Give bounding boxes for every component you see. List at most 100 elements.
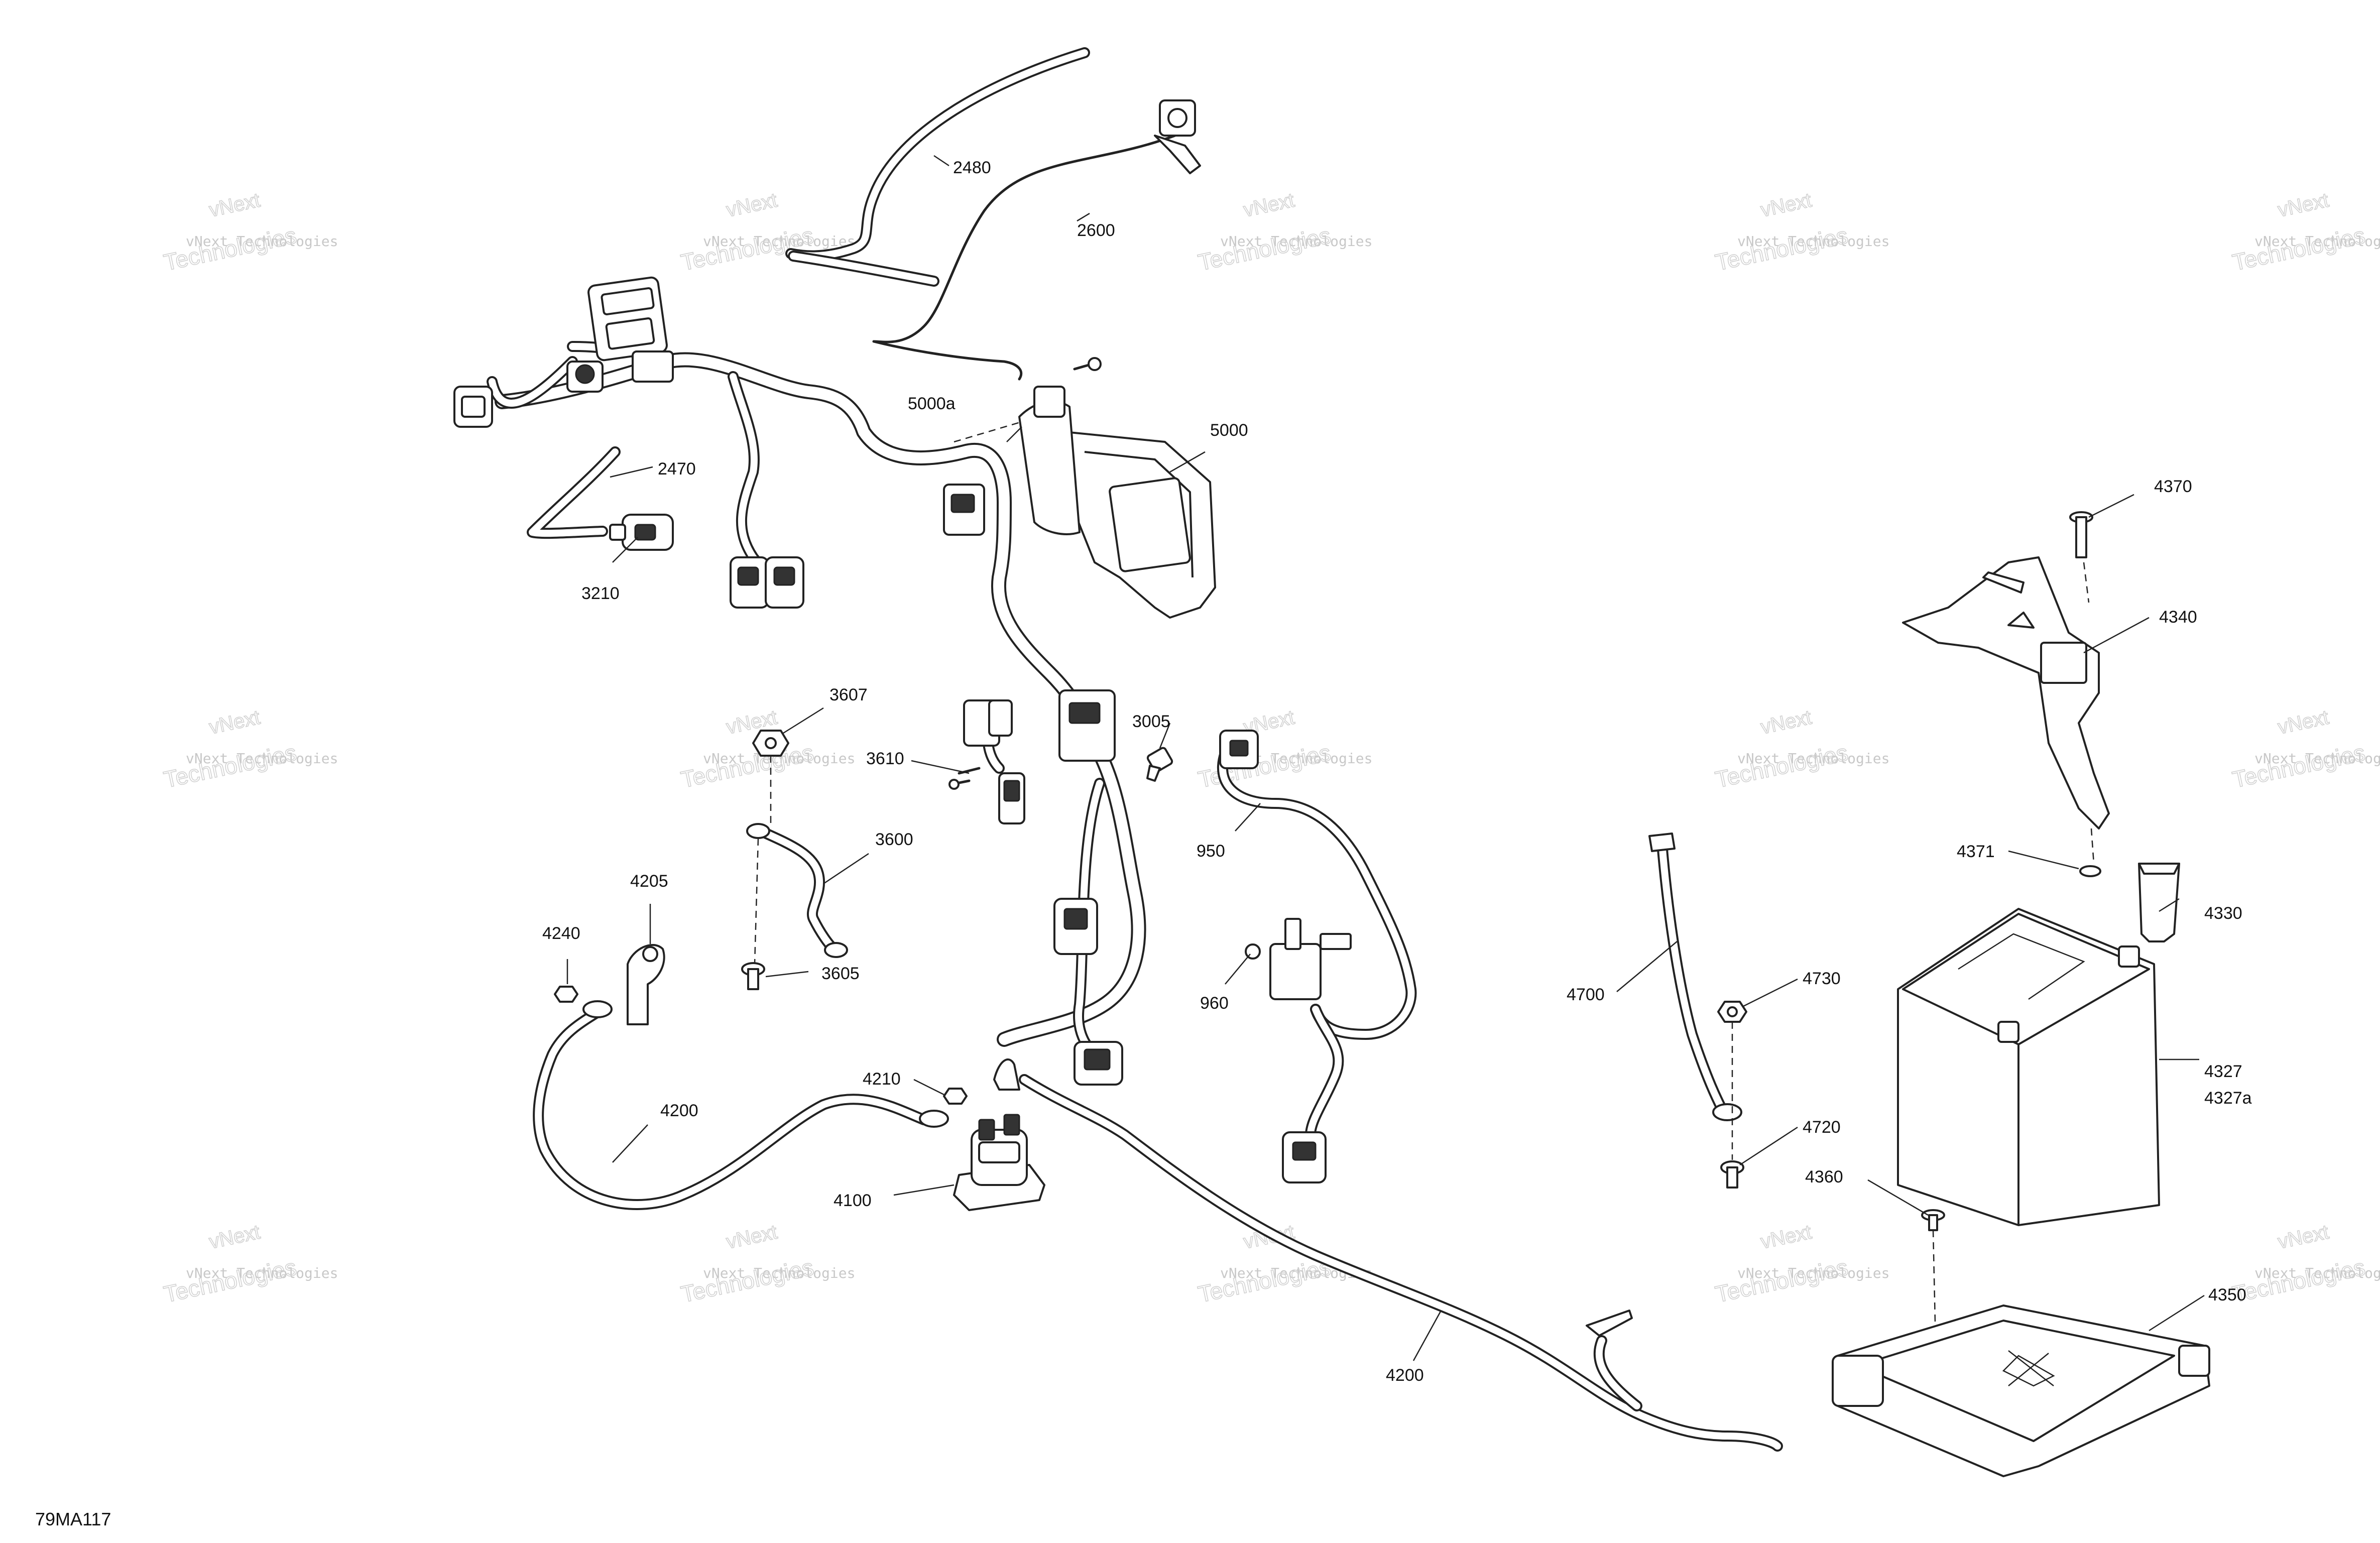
label-4327: 4327 xyxy=(2204,1062,2242,1081)
svg-text:vNext: vNext xyxy=(207,1221,262,1253)
label-4700: 4700 xyxy=(1567,985,1605,1004)
terminal-4205 xyxy=(627,943,665,1025)
label-4340: 4340 xyxy=(2159,608,2197,627)
sub-harness-950 xyxy=(1217,730,1417,1183)
label-3605: 3605 xyxy=(821,964,860,983)
label-3210: 3210 xyxy=(581,584,620,603)
svg-text:vNext Technologies: vNext Technologies xyxy=(1737,750,1889,767)
label-4200-left: 4200 xyxy=(660,1101,698,1120)
svg-text:vNext: vNext xyxy=(725,1221,779,1253)
label-4200-right: 4200 xyxy=(1386,1366,1424,1385)
svg-text:Technologies: Technologies xyxy=(678,1254,815,1308)
leader-lines xyxy=(566,155,2205,1361)
sensor-wire-2600 xyxy=(872,99,1201,381)
label-4370: 4370 xyxy=(2154,477,2192,496)
battery-cable-4200-left xyxy=(533,1000,949,1210)
label-4330: 4330 xyxy=(2204,904,2242,923)
svg-text:Technologies: Technologies xyxy=(678,739,815,793)
relay-960 xyxy=(1245,918,1352,1000)
watermark: vNext vNext Technologies Technologies xyxy=(2230,189,2380,276)
nut-4210 xyxy=(943,1088,968,1105)
label-5000a: 5000a xyxy=(908,394,956,413)
watermark: vNext vNext Technologies Technologies xyxy=(2230,706,2380,793)
label-4205: 4205 xyxy=(630,872,668,891)
svg-text:Technologies: Technologies xyxy=(161,222,298,276)
svg-text:vNext Technologies: vNext Technologies xyxy=(2254,233,2380,250)
svg-text:vNext Technologies: vNext Technologies xyxy=(1737,233,1889,250)
connector-cluster-top-left xyxy=(453,276,674,428)
label-4720: 4720 xyxy=(1803,1118,1841,1137)
svg-text:vNext Technologies: vNext Technologies xyxy=(2254,1265,2380,1281)
label-4730: 4730 xyxy=(1803,969,1841,988)
svg-text:vNext: vNext xyxy=(2276,1221,2331,1253)
svg-text:Technologies: Technologies xyxy=(1196,739,1333,793)
label-2470: 2470 xyxy=(658,459,696,479)
watermark: vNext vNext Technologies Technologies xyxy=(1713,706,1890,793)
svg-text:vNext Technologies: vNext Technologies xyxy=(186,233,338,250)
svg-text:vNext Technologies: vNext Technologies xyxy=(2254,750,2380,767)
label-3600: 3600 xyxy=(875,830,913,849)
svg-text:Technologies: Technologies xyxy=(1196,222,1333,276)
watermark: vNext vNext Technologies Technologies xyxy=(678,1221,856,1308)
svg-text:Technologies: Technologies xyxy=(2230,1254,2367,1308)
svg-text:Technologies: Technologies xyxy=(1713,739,1850,793)
label-950: 950 xyxy=(1197,842,1225,861)
nut-4240 xyxy=(554,986,578,1003)
svg-text:vNext: vNext xyxy=(1759,706,1814,739)
battery-tray-4350 xyxy=(1832,1304,2210,1477)
ground-strap-4700 xyxy=(1648,833,1742,1121)
svg-text:Technologies: Technologies xyxy=(1713,222,1850,276)
solenoid-4100 xyxy=(953,1114,1045,1211)
watermark: vNext vNext Technologies Technologies xyxy=(161,706,338,793)
hose-2470 xyxy=(527,446,621,539)
svg-text:vNext Technologies: vNext Technologies xyxy=(703,233,855,250)
label-4240: 4240 xyxy=(542,924,580,943)
label-960: 960 xyxy=(1200,994,1229,1013)
label-4350: 4350 xyxy=(2208,1285,2246,1304)
battery-4327 xyxy=(1897,908,2160,1226)
svg-text:vNext Technologies: vNext Technologies xyxy=(186,750,338,767)
watermark: vNext vNext Technologies Technologies xyxy=(1713,1221,1890,1308)
svg-text:Technologies: Technologies xyxy=(1713,1254,1850,1308)
label-5000: 5000 xyxy=(1210,421,1248,440)
mid-harness-connectors xyxy=(943,484,1123,1086)
hose-2480 xyxy=(785,47,1090,287)
screw-4370 xyxy=(2069,511,2093,558)
part-labels: 2480 2600 5000a 5000 2470 3210 3607 3610… xyxy=(542,158,2252,1385)
label-4360: 4360 xyxy=(1805,1167,1843,1186)
battery-bracket-4340 xyxy=(1902,556,2110,829)
watermark: vNext vNext Technologies Technologies xyxy=(1196,189,1373,276)
svg-text:vNext: vNext xyxy=(2276,706,2331,739)
svg-text:Technologies: Technologies xyxy=(1196,1254,1333,1308)
label-4327a: 4327a xyxy=(2204,1089,2252,1108)
svg-text:vNext Technologies: vNext Technologies xyxy=(703,1265,855,1281)
svg-text:vNext: vNext xyxy=(1759,189,1814,221)
bolt-4720 xyxy=(1720,1160,1744,1189)
screw-3005 xyxy=(1146,747,1173,782)
battery-cable-4200-long xyxy=(993,1058,1783,1452)
svg-text:vNext Technologies: vNext Technologies xyxy=(186,1265,338,1281)
svg-text:vNext: vNext xyxy=(1759,1221,1814,1253)
label-4371: 4371 xyxy=(1957,842,1995,861)
ground-cable-3600 xyxy=(746,823,848,958)
svg-text:vNext: vNext xyxy=(725,189,779,221)
svg-text:Technologies: Technologies xyxy=(161,739,298,793)
sensor-3210 xyxy=(609,514,674,551)
svg-text:Technologies: Technologies xyxy=(2230,222,2367,276)
svg-text:Technologies: Technologies xyxy=(161,1254,298,1308)
drawing-layer xyxy=(453,47,2210,1477)
watermark: vNext vNext Technologies Technologies xyxy=(1196,706,1373,793)
label-3607: 3607 xyxy=(829,685,868,704)
svg-text:vNext: vNext xyxy=(207,706,262,739)
watermark: vNext vNext Technologies Technologies xyxy=(1713,189,1890,276)
svg-text:vNext Technologies: vNext Technologies xyxy=(1737,1265,1889,1281)
diagram-code: 79MA117 xyxy=(35,1509,111,1529)
svg-text:vNext: vNext xyxy=(1242,189,1296,221)
label-3005: 3005 xyxy=(1132,712,1170,731)
watermark: vNext vNext Technologies Technologies xyxy=(1196,1221,1373,1308)
watermark: vNext vNext Technologies Technologies xyxy=(161,189,338,276)
terminal-cap-4330 xyxy=(2138,863,2180,942)
label-4100: 4100 xyxy=(834,1191,872,1210)
nut-4730 xyxy=(1717,1001,1747,1023)
